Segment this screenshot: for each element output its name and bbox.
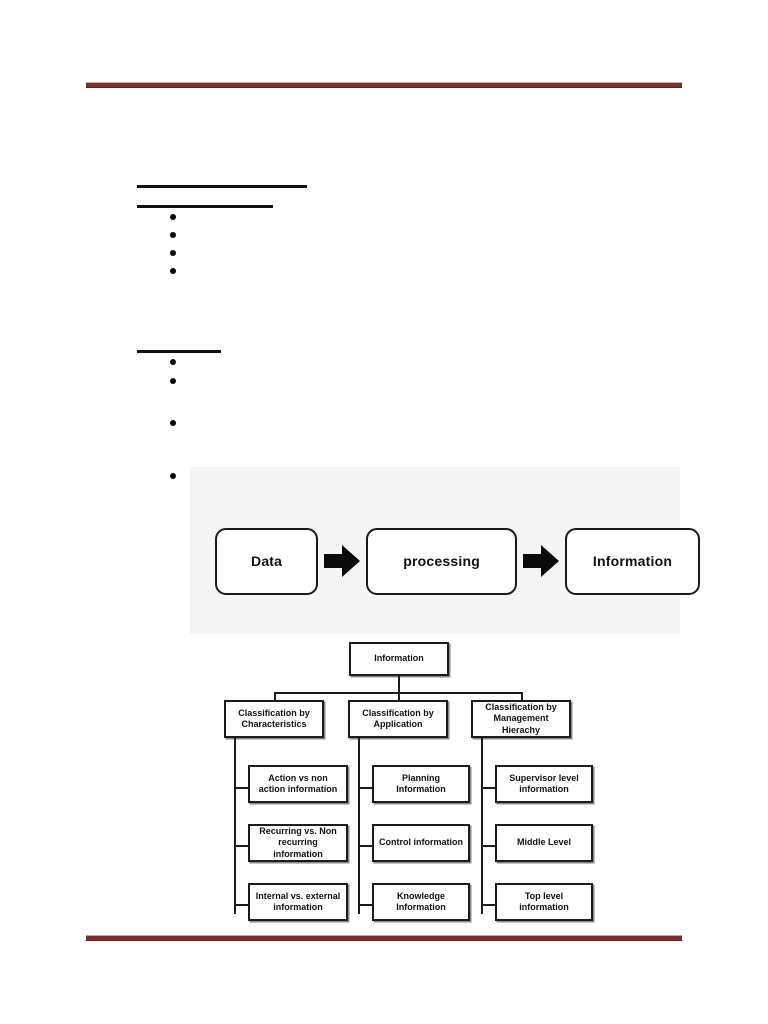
flow-box-data: Data xyxy=(215,527,319,595)
arrow-right-icon xyxy=(318,539,366,583)
connector-stub-1-3 xyxy=(234,904,248,906)
hierarchy-branch-node-2: Classification by Application xyxy=(348,700,448,738)
hierarchy-branch-node-3: Classification by Management Hierachy xyxy=(471,700,571,738)
connector-root-drop xyxy=(398,676,400,694)
hierarchy-leaf-node-1-2: Recurring vs. Non recurring information xyxy=(248,824,348,862)
hierarchy-leaf-node-2-2: Control information xyxy=(372,824,470,862)
connector-stub-2-3 xyxy=(358,904,372,906)
hierarchy-leaf-node-3-2: Middle Level xyxy=(495,824,593,862)
connector-stub-1-1 xyxy=(234,787,248,789)
connector-branch-drop-1 xyxy=(274,692,276,702)
hierarchy-branch-node-1: Classification by Characteristics xyxy=(224,700,324,738)
arrow-right-icon xyxy=(517,539,565,583)
flow-box-information: Information xyxy=(565,527,700,595)
flow-diagram: Data processing Information xyxy=(190,525,700,597)
hierarchy-leaf-node-2-1: Planning Information xyxy=(372,765,470,803)
connector-stub-3-1 xyxy=(481,787,495,789)
hierarchy-root-node: Information xyxy=(349,642,449,676)
hierarchy-leaf-node-3-1: Supervisor level information xyxy=(495,765,593,803)
footer-rule xyxy=(86,935,682,941)
heading-underline-2 xyxy=(137,205,273,208)
hierarchy-leaf-node-3-3: Top level information xyxy=(495,883,593,921)
connector-spine-3 xyxy=(481,738,483,914)
connector-stub-2-1 xyxy=(358,787,372,789)
connector-branch-drop-2 xyxy=(398,692,400,702)
connector-stub-3-2 xyxy=(481,845,495,847)
connector-stub-2-2 xyxy=(358,845,372,847)
heading-underline-3 xyxy=(137,350,221,353)
heading-underline-1 xyxy=(137,185,307,188)
connector-stub-3-3 xyxy=(481,904,495,906)
connector-spine-1 xyxy=(234,738,236,914)
header-rule xyxy=(86,82,682,88)
hierarchy-leaf-node-1-3: Internal vs. external information xyxy=(248,883,348,921)
flow-box-processing: processing xyxy=(366,527,518,595)
connector-spine-2 xyxy=(358,738,360,914)
connector-branch-drop-3 xyxy=(521,692,523,702)
connector-stub-1-2 xyxy=(234,845,248,847)
hierarchy-leaf-node-2-3: Knowledge Information xyxy=(372,883,470,921)
hierarchy-leaf-node-1-1: Action vs non action information xyxy=(248,765,348,803)
